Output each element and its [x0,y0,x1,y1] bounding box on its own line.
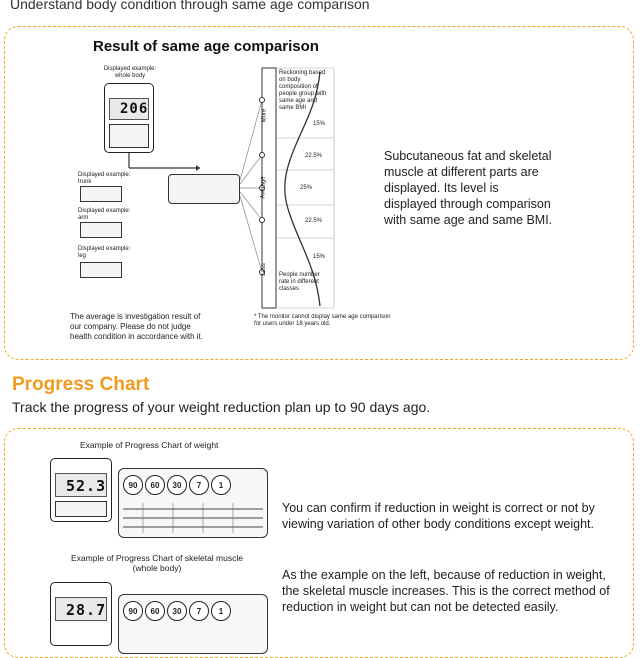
btn-30[interactable]: 30 [167,475,187,495]
weight-lcd: 52.3 [55,473,107,497]
btn-7[interactable]: 7 [189,475,209,495]
progress-subtitle: Track the progress of your weight reduct… [12,399,431,415]
percent-top: 15% [313,121,326,127]
people-note: People number rate in different classes [279,272,320,292]
scale-more: More [261,108,268,123]
muscle-digits: 28.7 [66,601,107,619]
weight-strip [55,501,107,517]
main-digits: 206 [120,101,149,117]
label-leg: Displayed example: leg [78,246,131,259]
label-trunk: Displayed example: trunk [78,172,131,185]
btn-1-muscle[interactable]: 1 [211,601,231,621]
btn-60-muscle[interactable]: 60 [145,601,165,621]
percent-upper: 22.5% [305,153,323,159]
weight-digits: 52.3 [66,477,107,495]
comparison-title: Result of same age comparison [93,38,319,55]
muscle-lcd: 28.7 [55,597,107,621]
trunk-display [80,186,122,202]
comparison-description: Subcutaneous fat and skeletal muscle at … [384,149,553,227]
device-whole-body: 206 [104,83,154,153]
muscle-graph: 90 60 30 7 1 [118,594,268,654]
example-muscle-label: Example of Progress Chart of skeletal mu… [71,553,243,573]
comparison-panel [4,26,634,360]
reckoning-note: Reckoning based on body composition of p… [279,70,327,111]
arm-display [80,222,122,238]
progress-desc-1: You can confirm if reduction in weight i… [282,501,595,531]
btn-1[interactable]: 1 [211,475,231,495]
progress-title: Progress Chart [12,374,150,395]
device-muscle: 28.7 [50,582,112,646]
label-whole-body: Displayed example: whole body [103,66,157,79]
scale-average: Average [260,176,267,199]
btn-90-muscle[interactable]: 90 [123,601,143,621]
label-arm: Displayed example: arm [78,208,131,221]
progress-desc-2: As the example on the left, because of r… [282,568,610,614]
average-note: The average is investigation result of o… [70,312,203,341]
scale-less: Less [260,263,267,276]
body-part-strip [109,124,149,148]
device-lcd: 206 [109,98,149,120]
percent-mid: 25% [300,185,313,191]
enlarged-display [168,174,240,204]
monitor-note: * The monitor cannot display same age co… [254,314,391,327]
device-weight: 52.3 [50,458,112,522]
example-weight-label: Example of Progress Chart of weight [80,440,219,450]
intro-text: Understand body condition through same a… [10,0,370,12]
btn-90[interactable]: 90 [123,475,143,495]
weight-chart-grid [123,503,263,533]
btn-30-muscle[interactable]: 30 [167,601,187,621]
leg-display [80,262,122,278]
btn-60[interactable]: 60 [145,475,165,495]
percent-lower: 22.5% [305,218,323,224]
comparison-diagram [128,67,335,309]
percent-bottom: 15% [313,254,326,260]
btn-7-muscle[interactable]: 7 [189,601,209,621]
weight-graph: 90 60 30 7 1 [118,468,268,538]
